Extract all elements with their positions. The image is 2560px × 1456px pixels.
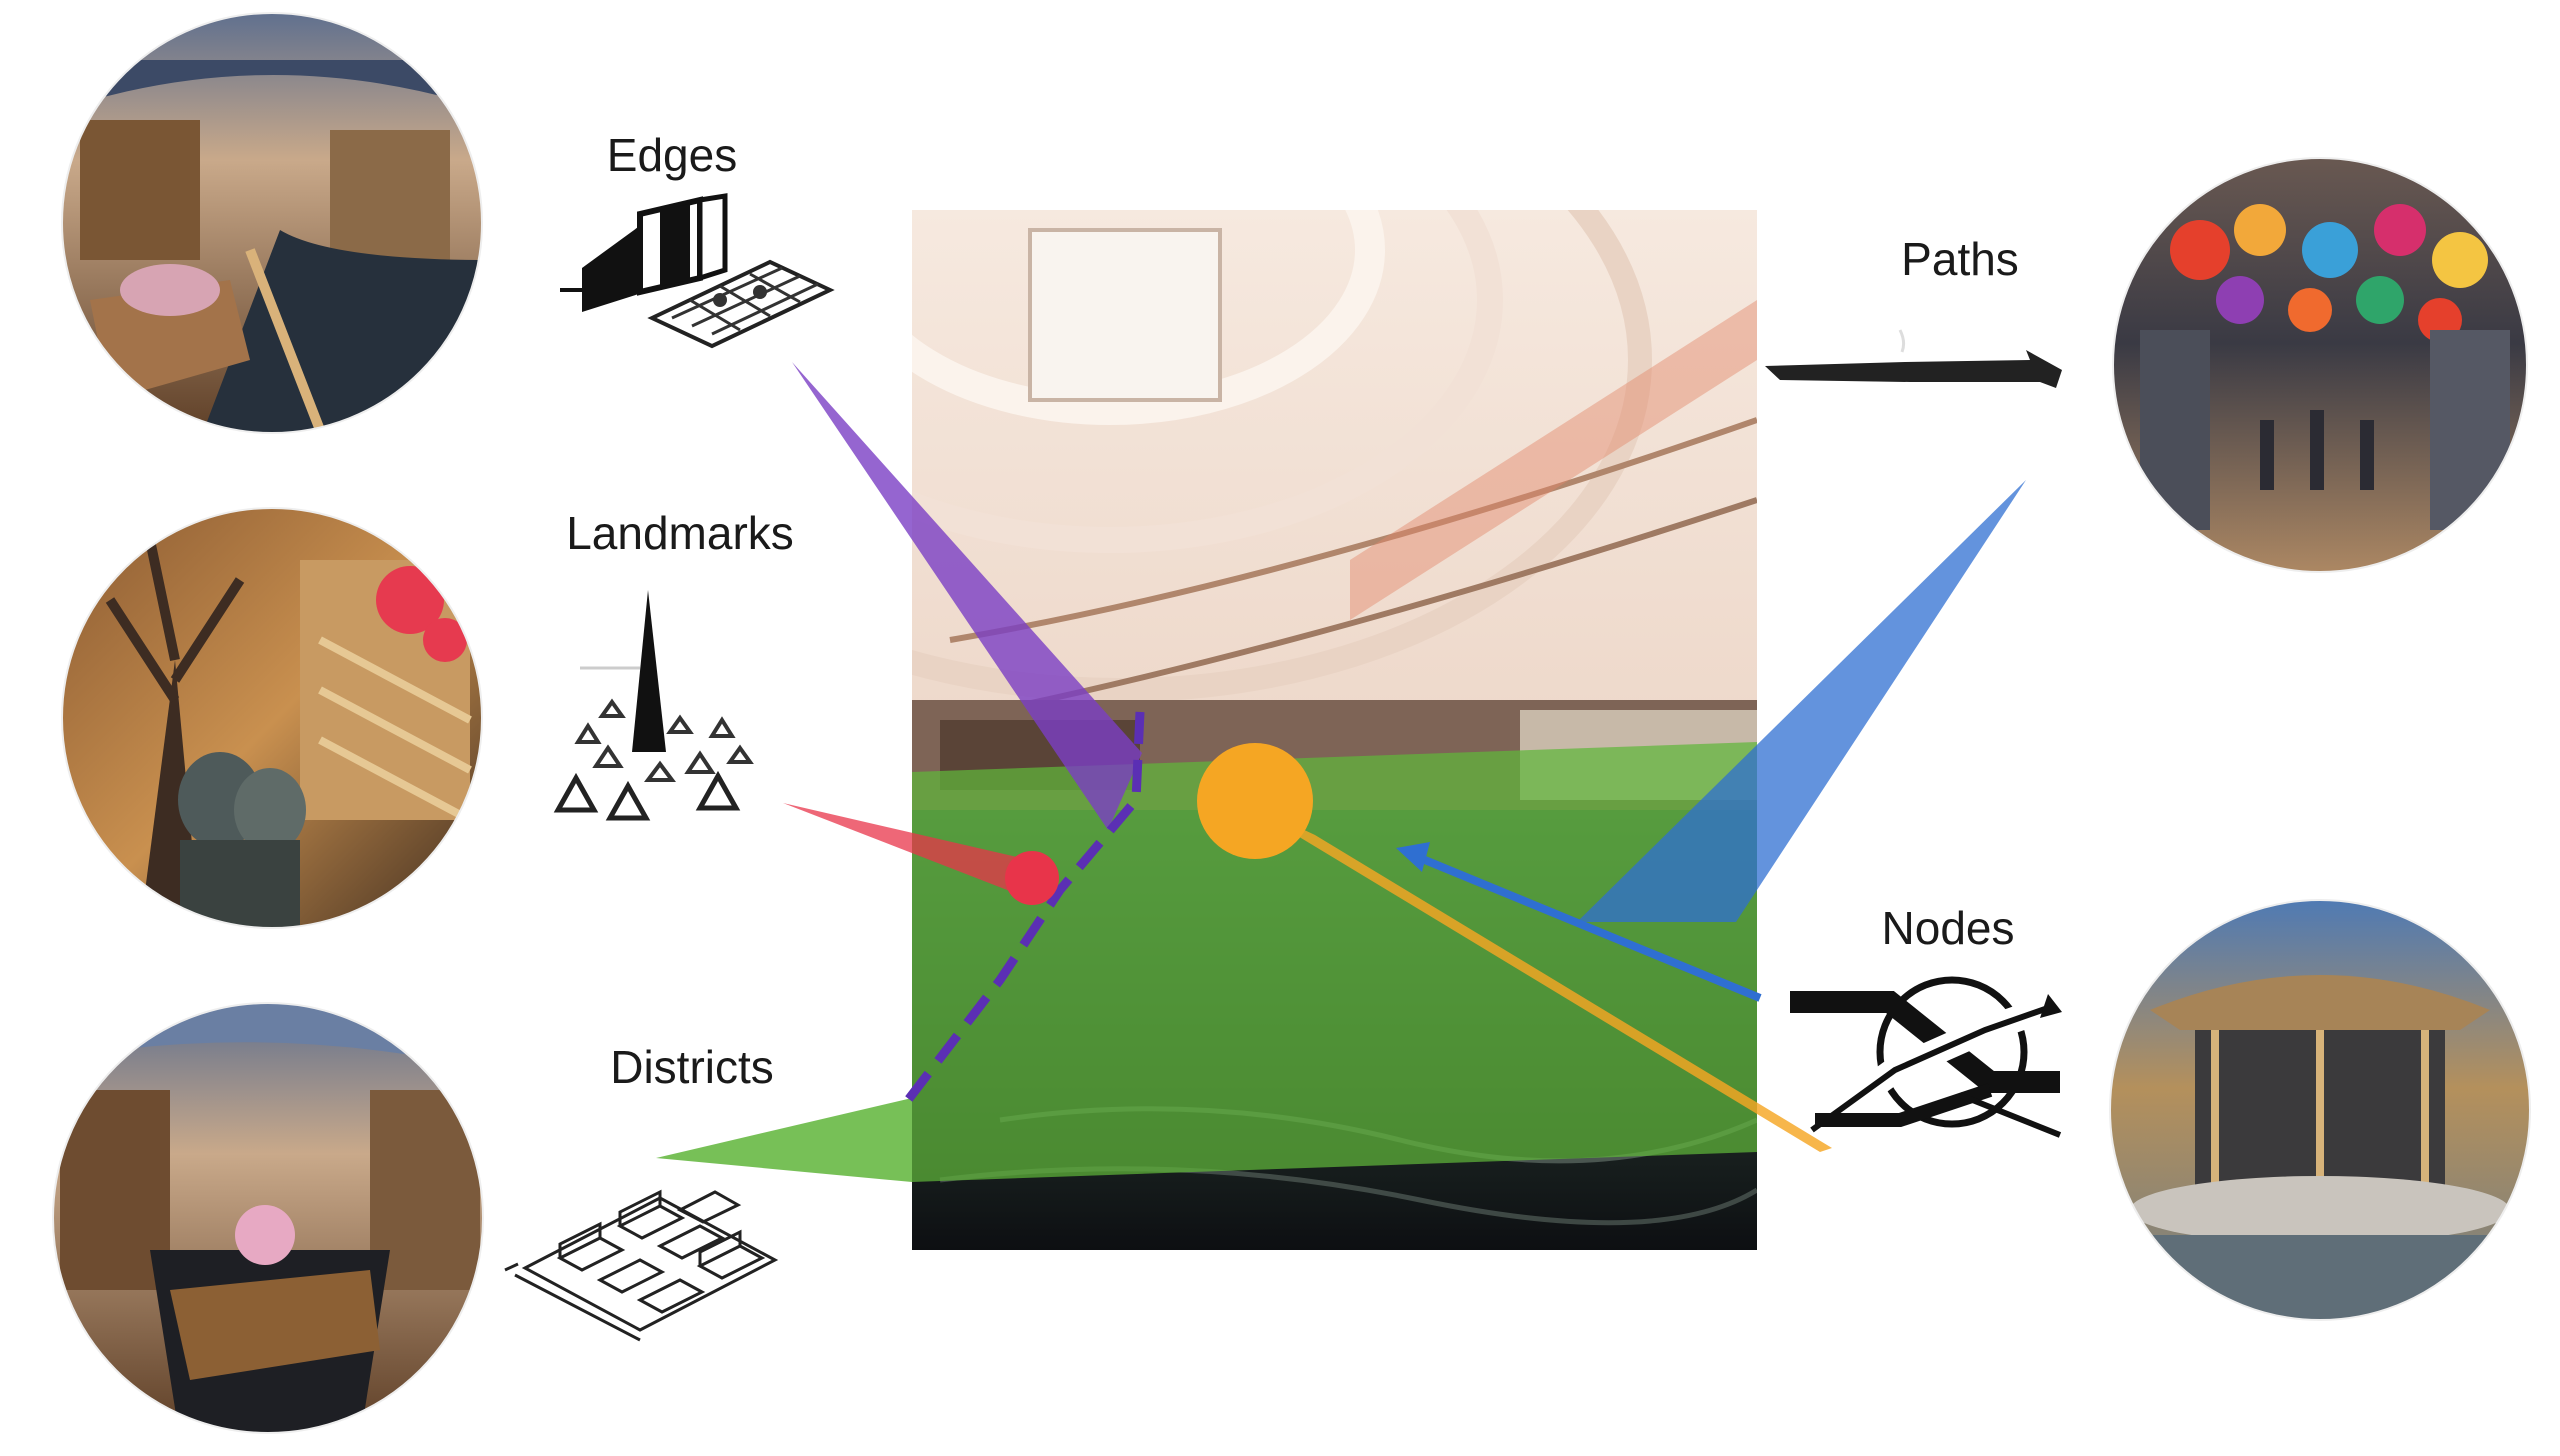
districts-highlight [656, 742, 1757, 1182]
districts-photo-frame [52, 1002, 484, 1434]
nodes-label: Nodes [1881, 902, 2015, 954]
edges-canal-photo [62, 13, 482, 433]
landmarks-sketch-icon [553, 590, 754, 821]
edges-sketch-icon [560, 193, 835, 349]
paths-photo-frame [2112, 157, 2528, 573]
edges-highlight [792, 362, 1145, 1103]
paths-highlight [1396, 480, 2026, 1002]
nodes-sketch-icon [1790, 976, 2062, 1141]
districts-label: Districts [610, 1041, 774, 1093]
landmarks-photo-frame [61, 507, 483, 929]
landmarks-highlight [783, 803, 1059, 905]
landmarks-label: Landmarks [566, 507, 794, 559]
nodes-photo-frame [2109, 899, 2531, 1321]
nodes-pavilion-photo [2110, 900, 2530, 1320]
paths-umbrella-corridor-photo [2113, 158, 2527, 572]
landmarks-tree-sculpture-photo [62, 508, 482, 928]
edges-photo-frame [61, 12, 483, 434]
paths-sketch-icon [1765, 329, 2062, 388]
districts-sketch-icon [504, 1189, 779, 1342]
districts-canal-boat-photo [53, 1003, 483, 1433]
nodes-highlight [1197, 743, 1832, 1152]
edges-label: Edges [606, 129, 738, 181]
paths-label: Paths [1901, 233, 2019, 285]
